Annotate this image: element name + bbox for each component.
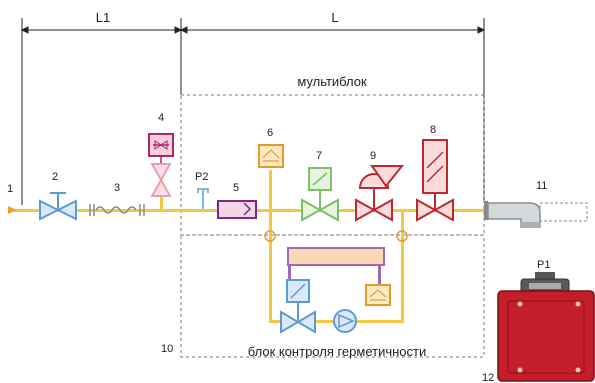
label-10: 10 bbox=[161, 343, 173, 355]
dimension-l1-label: L1 bbox=[96, 10, 110, 25]
label-4: 4 bbox=[158, 112, 164, 124]
label-11: 11 bbox=[536, 180, 547, 192]
multiblock-label: мультиблок bbox=[297, 74, 367, 89]
leak-test-valve-blue-icon bbox=[280, 279, 316, 334]
leak-test-label: блок контроля герметичности bbox=[248, 344, 427, 359]
label-8: 8 bbox=[430, 124, 436, 136]
label-3: 3 bbox=[114, 182, 120, 194]
outlet-elbow-icon bbox=[484, 201, 588, 228]
leak-test-frame bbox=[180, 234, 485, 358]
label-6: 6 bbox=[267, 127, 273, 139]
filter-icon bbox=[217, 200, 257, 219]
pressure-switch-icon bbox=[258, 144, 284, 168]
pressure-regulator-icon bbox=[355, 165, 405, 222]
label-7: 7 bbox=[316, 150, 322, 162]
pressure-tap-p2-icon bbox=[197, 188, 209, 209]
leak-test-pressure-switch-icon bbox=[365, 284, 391, 306]
label-12: 12 bbox=[482, 372, 494, 383]
label-1: 1 bbox=[7, 183, 13, 195]
filter-valve-icon bbox=[148, 133, 174, 197]
flexible-hose-icon bbox=[89, 204, 145, 216]
pressure-point-p1: P1 bbox=[537, 259, 550, 271]
leak-test-bar bbox=[287, 247, 385, 266]
pressure-point-p2: P2 bbox=[195, 171, 208, 183]
label-5: 5 bbox=[233, 182, 239, 194]
dimension-lines bbox=[20, 18, 486, 205]
ball-valve-icon bbox=[39, 192, 77, 221]
gas-pipes bbox=[12, 170, 484, 323]
label-9: 9 bbox=[370, 150, 376, 162]
dimension-l-label: L bbox=[331, 10, 338, 25]
solenoid-valve-red-icon bbox=[416, 139, 454, 222]
solenoid-valve-green-icon bbox=[301, 167, 339, 222]
gas-inlet-arrow bbox=[8, 206, 17, 214]
leak-test-pump-icon bbox=[333, 309, 357, 333]
burner-icon bbox=[497, 272, 595, 382]
label-2: 2 bbox=[52, 171, 58, 183]
